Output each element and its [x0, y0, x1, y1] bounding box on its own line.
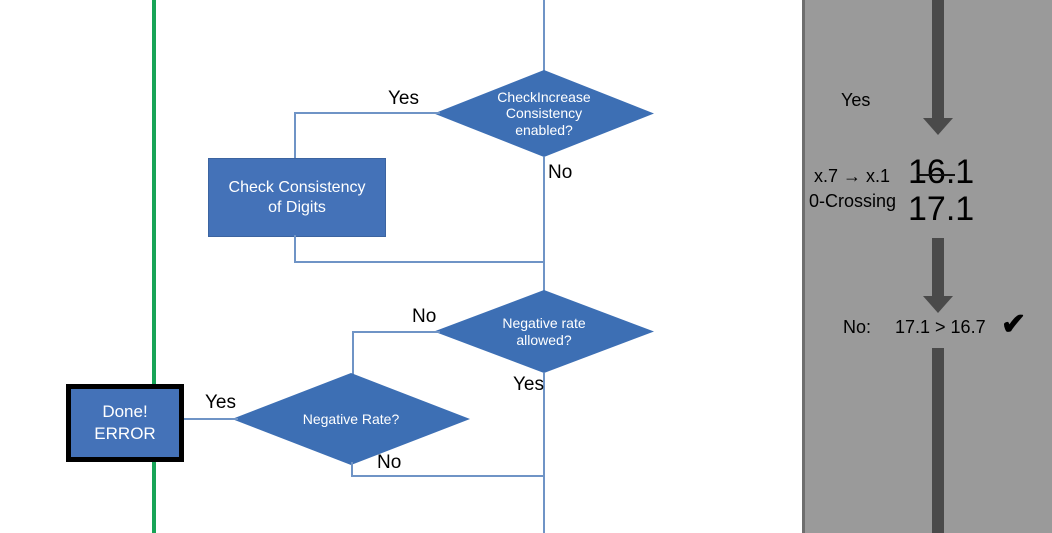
- arrow-head-middle: [923, 296, 953, 313]
- edge-label-checkincrease-yes: Yes: [388, 88, 419, 109]
- connector-nr-yes-h: [174, 418, 238, 420]
- panel-comparison-prefix: No:: [843, 317, 872, 337]
- arrow-shaft-top: [932, 0, 944, 120]
- edge-label-nr-no: No: [377, 452, 402, 473]
- arrow-head-top: [923, 118, 953, 135]
- arrow-shaft-bottom: [932, 348, 944, 533]
- node-negative-rate[interactable]: Negative Rate?: [232, 373, 470, 465]
- panel-comparison-expression: 17.1 > 16.7: [895, 317, 986, 337]
- connector-checkincrease-yes-v: [294, 112, 296, 159]
- edge-label-nr-yes: Yes: [205, 392, 236, 413]
- node-label: Negative rate allowed?: [502, 314, 586, 348]
- node-check-increase-consistency-enabled[interactable]: CheckIncrease Consistency enabled?: [434, 70, 654, 157]
- edge-label-nra-no: No: [412, 306, 437, 327]
- connector-process-out-v: [294, 235, 296, 262]
- panel-annotation-line2: 0-Crossing: [809, 191, 897, 211]
- panel-value-current: 17.1: [908, 190, 975, 228]
- green-marker-line: [152, 0, 156, 533]
- node-label: Negative Rate?: [302, 410, 400, 427]
- panel-annotation-line1: x.7 → x.1: [814, 166, 891, 186]
- connector-spine-top: [543, 0, 545, 77]
- panel-yes-label: Yes: [841, 90, 871, 110]
- edge-label-checkincrease-no: No: [548, 162, 573, 183]
- connector-nr-no-h: [351, 475, 544, 477]
- connector-process-out-h: [294, 261, 544, 263]
- node-label: CheckIncrease Consistency enabled?: [497, 88, 591, 138]
- node-done-error[interactable]: Done! ERROR: [66, 384, 184, 462]
- right-annotation-panel: Yes x.7 → x.1 0-Crossing 16.1 17.1 No: 1…: [802, 0, 1052, 533]
- panel-value-strikethrough: [917, 174, 955, 176]
- connector-nra-no-v: [352, 331, 354, 375]
- connector-nr-no-v: [351, 462, 353, 476]
- connector-nra-no-h: [352, 331, 440, 333]
- node-check-consistency-of-digits[interactable]: Check Consistency of Digits: [208, 158, 386, 237]
- connector-checkincrease-yes-h: [294, 112, 440, 114]
- connector-nra-yes: [543, 373, 545, 533]
- panel-value-struck: 16.1: [908, 153, 975, 191]
- arrow-shaft-middle: [932, 238, 944, 298]
- connector-checkincrease-no: [543, 157, 545, 297]
- edge-label-nra-yes: Yes: [513, 374, 544, 395]
- node-negative-rate-allowed[interactable]: Negative rate allowed?: [434, 290, 654, 373]
- check-icon: ✔: [1001, 308, 1027, 341]
